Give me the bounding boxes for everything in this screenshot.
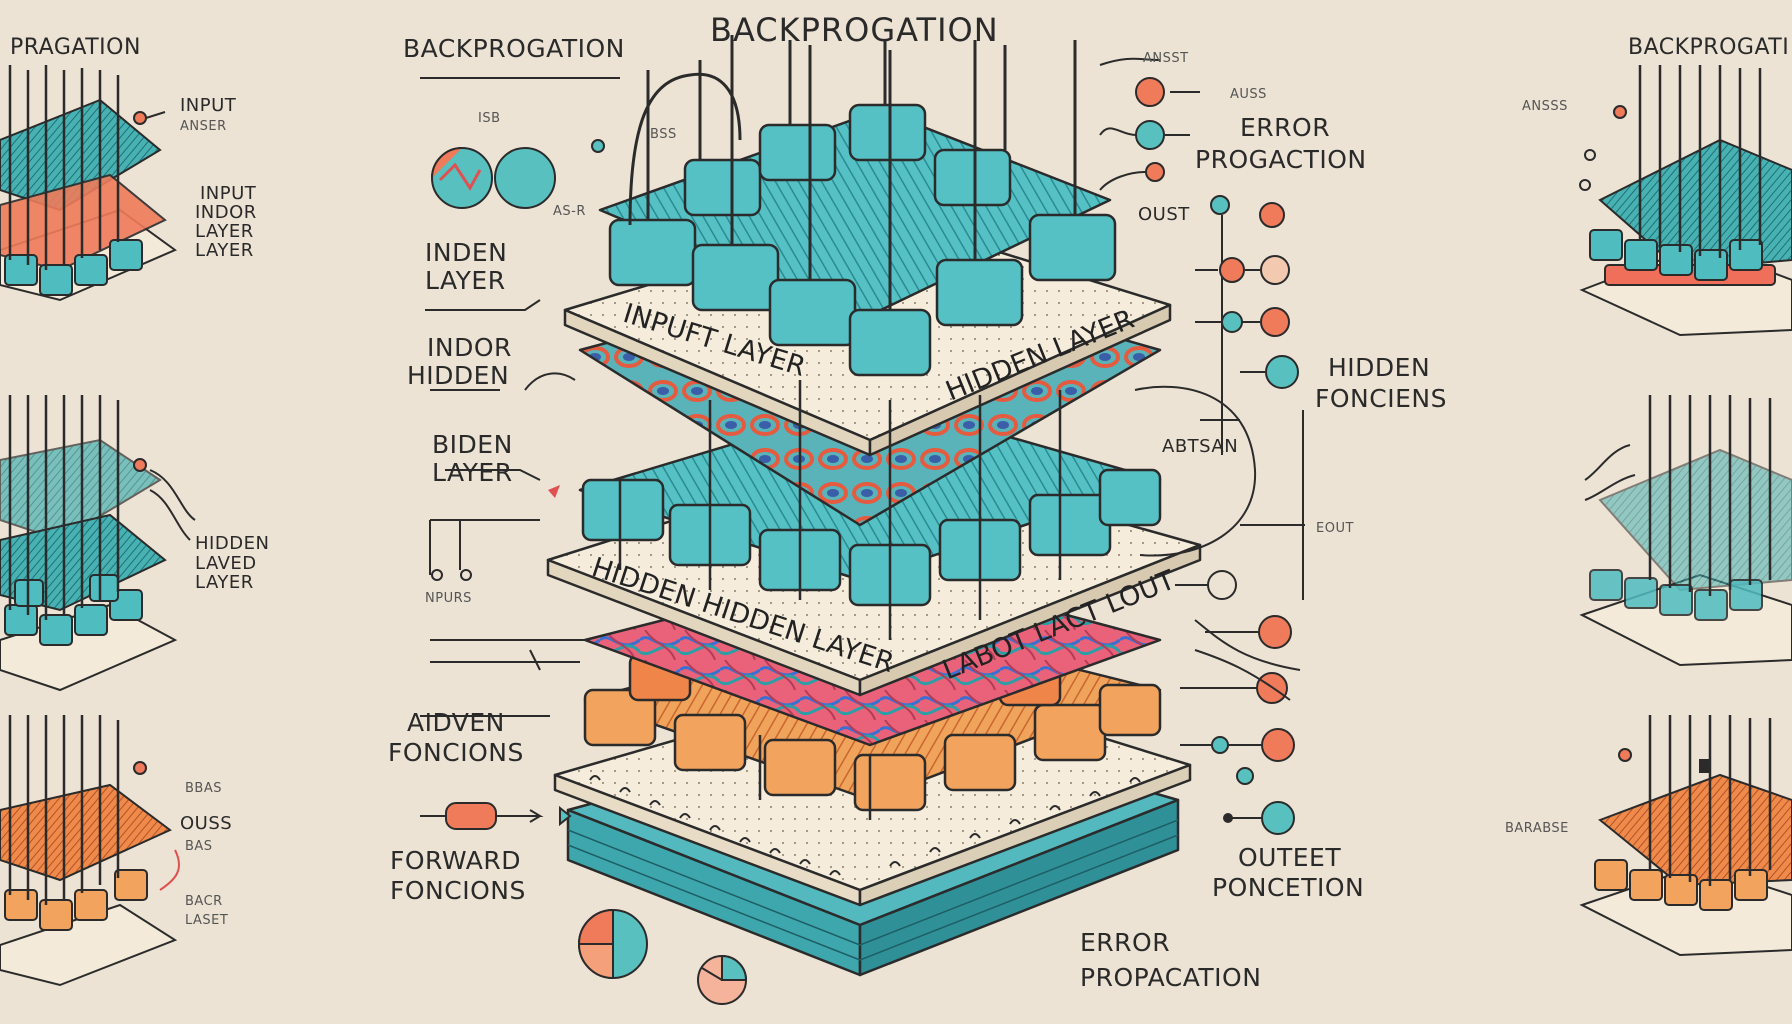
indor-label-1: INDOR — [427, 333, 512, 362]
main-stack — [546, 35, 1202, 977]
node-circle-b — [494, 147, 556, 209]
left-annotations — [420, 77, 748, 1005]
left-top-label-1: INPUT — [180, 95, 237, 116]
right-top-label: ANSSS — [1522, 99, 1568, 114]
right-mini-stack-top — [1579, 65, 1792, 337]
aidven-label-2: FONCIONS — [388, 738, 524, 767]
isb-label: ISB — [478, 111, 501, 126]
left-mini-stack-bottom — [0, 715, 180, 987]
asr-label: AS-R — [553, 204, 586, 219]
error-label-2: PROGACTION — [1195, 145, 1367, 174]
diagram-title: BACKPROGATION — [710, 11, 999, 49]
center-left-header: BACKPROGATION — [403, 34, 625, 63]
left-top-label-2: ANSER — [180, 119, 227, 134]
left-bottom-label-4: BACR — [185, 894, 223, 909]
orange-nodes — [583, 653, 1162, 812]
hidden-label-1: HIDDEN — [1328, 353, 1431, 382]
top-connectors — [628, 35, 1077, 310]
left-bottom-label-3: BAS — [185, 839, 213, 854]
left-mid-label-2: LAVED — [195, 553, 257, 574]
mid-connectors — [618, 380, 1062, 820]
aidven-label-1: AIDVEN — [407, 708, 505, 737]
slab-glyphs — [589, 775, 1141, 876]
left-bottom-label-2: OUSS — [180, 813, 233, 834]
left-mini-stack-mid — [0, 395, 196, 692]
forward-label-2: FONCIONS — [390, 876, 526, 905]
inden-label-2: LAYER — [425, 266, 506, 295]
hidden-label-2: FONCIENS — [1315, 384, 1447, 413]
forward-node-chip — [445, 802, 497, 830]
indor-label-2: HIDDEN — [407, 361, 510, 390]
biden-label-2: LAYER — [432, 458, 513, 487]
left-mid-label-3: LAYER — [195, 572, 254, 593]
error-label-1: ERROR — [1240, 113, 1331, 142]
right-annotations — [1099, 57, 1305, 835]
left-mid-label-1: HIDDEN — [195, 533, 270, 554]
output-label-1: OUTEET — [1238, 843, 1342, 872]
left-top-label-3: INPUT — [200, 183, 257, 204]
right-mini-stack-mid — [1579, 395, 1792, 667]
left-top-label-5: LAYER — [195, 221, 254, 242]
right-mini-stack-bottom — [1579, 715, 1792, 957]
left-panel-header: PRAGATION — [10, 35, 141, 60]
auss-label: AUSS — [1230, 87, 1267, 102]
oust-label: OUST — [1138, 204, 1190, 225]
error-bottom-label-1: ERROR — [1080, 928, 1171, 957]
bss-label: BSS — [650, 127, 677, 142]
forward-label-1: FORWARD — [390, 846, 521, 875]
output-label-2: PONCETION — [1212, 873, 1365, 902]
eout-label: EOUT — [1316, 521, 1354, 536]
right-panel-header: BACKPROGATI — [1628, 35, 1790, 60]
abtsan-label: ABTSAN — [1162, 436, 1239, 457]
right-bottom-label: BARABSE — [1505, 821, 1569, 836]
ansst-label: ANSST — [1143, 51, 1189, 66]
error-bottom-label-2: PROPACATION — [1080, 963, 1262, 992]
biden-label-1: BIDEN — [432, 430, 513, 459]
left-bottom-label-5: LASET — [185, 913, 229, 928]
npurs-label: NPURS — [425, 591, 472, 606]
left-mini-stack-top — [0, 65, 178, 302]
left-top-label-4: INDOR — [195, 202, 257, 223]
teal-nodes-top — [608, 103, 1117, 377]
inden-label-1: INDEN — [425, 238, 508, 267]
left-bottom-label-1: BBAS — [185, 781, 222, 796]
left-top-label-6: LAYER — [195, 240, 254, 261]
